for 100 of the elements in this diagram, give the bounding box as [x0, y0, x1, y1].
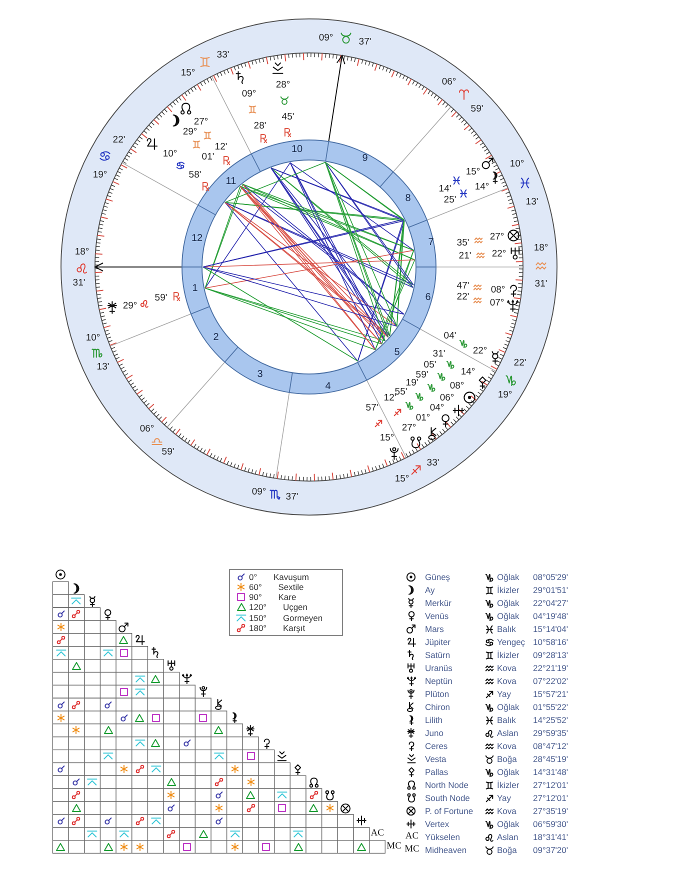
sign-name: Aslan	[497, 729, 518, 738]
body-name: Uranüs	[425, 664, 452, 673]
planet-degree-label: 15°	[380, 433, 394, 443]
body-name: Juno	[425, 729, 444, 738]
sign-name: İkizler	[497, 781, 520, 790]
sign-name: Balık	[497, 625, 516, 634]
sign-name: Boğa	[497, 846, 517, 855]
sign-name: Oğlak	[497, 703, 520, 712]
legend-label: 0° Kavuşum	[249, 572, 309, 581]
planet-minute-label: 04'	[444, 331, 456, 341]
planet-degree-label: 08°	[490, 285, 506, 295]
sign-name: Aslan	[497, 833, 518, 842]
house-number: 3	[257, 370, 263, 380]
planet-degree-label: 06°	[440, 393, 454, 403]
planet-minute-label: 31'	[432, 349, 446, 359]
body-name: North Node	[425, 781, 468, 790]
sign-name: Kova	[497, 742, 516, 751]
cusp-degree-label: 19°	[498, 390, 512, 400]
sign-name: Yay	[497, 794, 512, 803]
planet-degree-label: 14°	[460, 367, 476, 377]
cusp-minute-label: 37'	[358, 37, 372, 47]
planet-minute-label: 28'	[254, 121, 266, 131]
planet-degree-label: 22°	[472, 346, 488, 356]
cusp-minute-label: 31'	[72, 278, 86, 288]
sign-name: Oğlak	[497, 573, 520, 582]
position-value: 08°47'12'	[533, 742, 568, 751]
position-value: 04°19'48'	[533, 612, 568, 621]
position-value: 15°14'04'	[533, 625, 568, 634]
point-abbreviation: MC	[404, 846, 420, 856]
planet-degree-label: 29°	[122, 301, 138, 311]
house-number: 12	[191, 234, 203, 244]
planet-degree-label: 29°	[182, 127, 198, 137]
cusp-minute-label: 13'	[96, 362, 110, 372]
planet-minute-label: 12'	[384, 393, 396, 403]
body-name: Satürn	[425, 651, 450, 660]
position-value: 27°12'01'	[533, 781, 568, 790]
planet-minute-label: 45'	[282, 112, 294, 122]
planet-minute-label: 35'	[456, 238, 470, 248]
planet-minute-label: 57'	[366, 403, 378, 413]
sign-name: Kova	[497, 664, 516, 673]
planet-minute-label: 19'	[406, 378, 418, 388]
planet-minute-label: 05'	[424, 360, 436, 370]
planet-degree-label: 01°	[416, 413, 430, 423]
legend-label: 90° Kare	[249, 592, 296, 602]
sign-name: İkizler	[497, 586, 520, 595]
house-number: 9	[362, 154, 368, 164]
body-name: Midheaven	[425, 846, 467, 855]
cusp-degree-label: 15°	[394, 474, 410, 484]
body-name: Merkür	[425, 599, 452, 608]
body-name: Pallas	[425, 768, 448, 777]
position-value: 14°31'48'	[533, 768, 568, 777]
planet-degree-label: 07°	[490, 298, 504, 308]
body-name: P. of Fortune	[425, 807, 474, 816]
cusp-degree-label: 19°	[92, 170, 108, 180]
planet-minute-label: 47'	[456, 281, 470, 291]
cusp-degree-label: 09°	[318, 33, 334, 43]
cusp-degree-label: 06°	[442, 77, 456, 87]
cusp-degree-label: 10°	[510, 159, 524, 169]
body-name: Venüs	[425, 612, 449, 621]
cusp-minute-label: 59'	[470, 104, 484, 114]
body-name: Ay	[425, 586, 435, 595]
body-name: Chiron	[425, 703, 450, 712]
sign-name: Oğlak	[497, 768, 520, 777]
grid-header-label: MC	[386, 842, 402, 852]
house-number: 11	[226, 177, 236, 187]
cusp-degree-label: 18°	[74, 247, 90, 257]
planet-minute-label: 59'	[416, 370, 428, 380]
legend-label: 150° Gormeyen	[249, 613, 323, 622]
cusp-degree-label: 06°	[140, 424, 154, 434]
body-name: Yükselen	[425, 833, 460, 842]
cusp-degree-label: 10°	[86, 333, 100, 343]
body-name: Vesta	[425, 755, 446, 764]
body-name: South Node	[425, 794, 470, 803]
planet-degree-label: 09°	[242, 89, 256, 99]
planet-degree-label: 27°	[194, 117, 208, 127]
planet-minute-label: 58'	[188, 170, 202, 180]
planet-degree-label: 27°	[490, 232, 504, 242]
sign-name: Oğlak	[497, 820, 520, 829]
planet-degree-label: 04°	[430, 403, 444, 413]
position-value: 29°01'51'	[533, 586, 568, 595]
planet-minute-label: 25'	[444, 195, 456, 205]
position-value: 06°59'30'	[533, 820, 568, 829]
cusp-minute-label: 33'	[216, 50, 230, 60]
position-value: 10°58'16'	[533, 638, 568, 647]
planet-degree-label: 10°	[162, 149, 178, 159]
sign-name: Oğlak	[497, 599, 520, 608]
house-number: 1	[192, 284, 198, 294]
planet-degree-label: 08°	[450, 381, 464, 391]
planet-minute-label: 14'	[438, 184, 452, 194]
position-value: 18°31'41'	[533, 833, 568, 842]
cusp-minute-label: 22'	[112, 135, 126, 145]
planet-degree-label: 14°	[474, 182, 490, 192]
body-name: Lilith	[425, 716, 442, 725]
sign-name: Boğa	[497, 755, 517, 764]
house-number: 6	[425, 293, 431, 303]
sign-name: Yay	[497, 690, 512, 699]
position-value: 09°37'20'	[533, 846, 568, 855]
position-value: 08°05'29'	[533, 573, 568, 582]
planet-degree-label: 27°	[402, 423, 416, 433]
cusp-degree-label: 09°	[252, 487, 266, 497]
